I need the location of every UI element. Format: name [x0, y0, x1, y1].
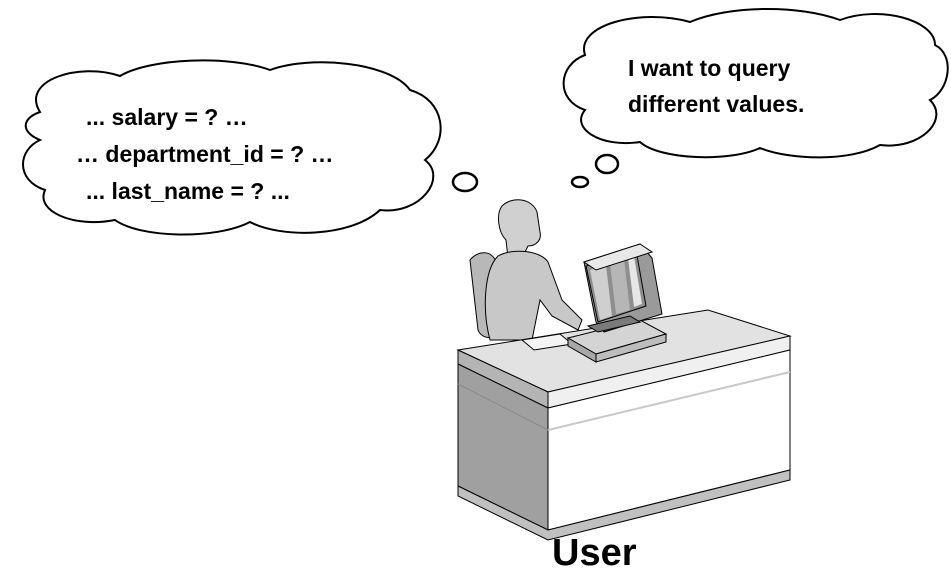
user-at-computer-icon: [456, 199, 792, 541]
left-thought-cloud: ... salary = ? … … department_id = ? … .…: [22, 59, 442, 236]
left-thought-line-1: ... salary = ? …: [86, 104, 248, 130]
monitor-icon: [566, 243, 668, 363]
right-thought-bubble-small: [570, 175, 590, 189]
person-icon: [484, 199, 583, 341]
left-thought-bubble-large: [451, 171, 479, 193]
right-cloud-shape: [562, 8, 949, 159]
right-thought-bubble-large: [594, 153, 620, 175]
right-thought-cloud: I want to query different values.: [562, 8, 949, 159]
left-thought-line-3: ... last_name = ? ...: [86, 178, 290, 204]
left-thought-line-2: … department_id = ? …: [76, 141, 334, 167]
right-thought-line-2: different values.: [628, 91, 804, 117]
left-cloud-shape: [22, 59, 442, 236]
right-thought-line-1: I want to query: [628, 55, 791, 81]
user-label: User: [552, 532, 637, 574]
